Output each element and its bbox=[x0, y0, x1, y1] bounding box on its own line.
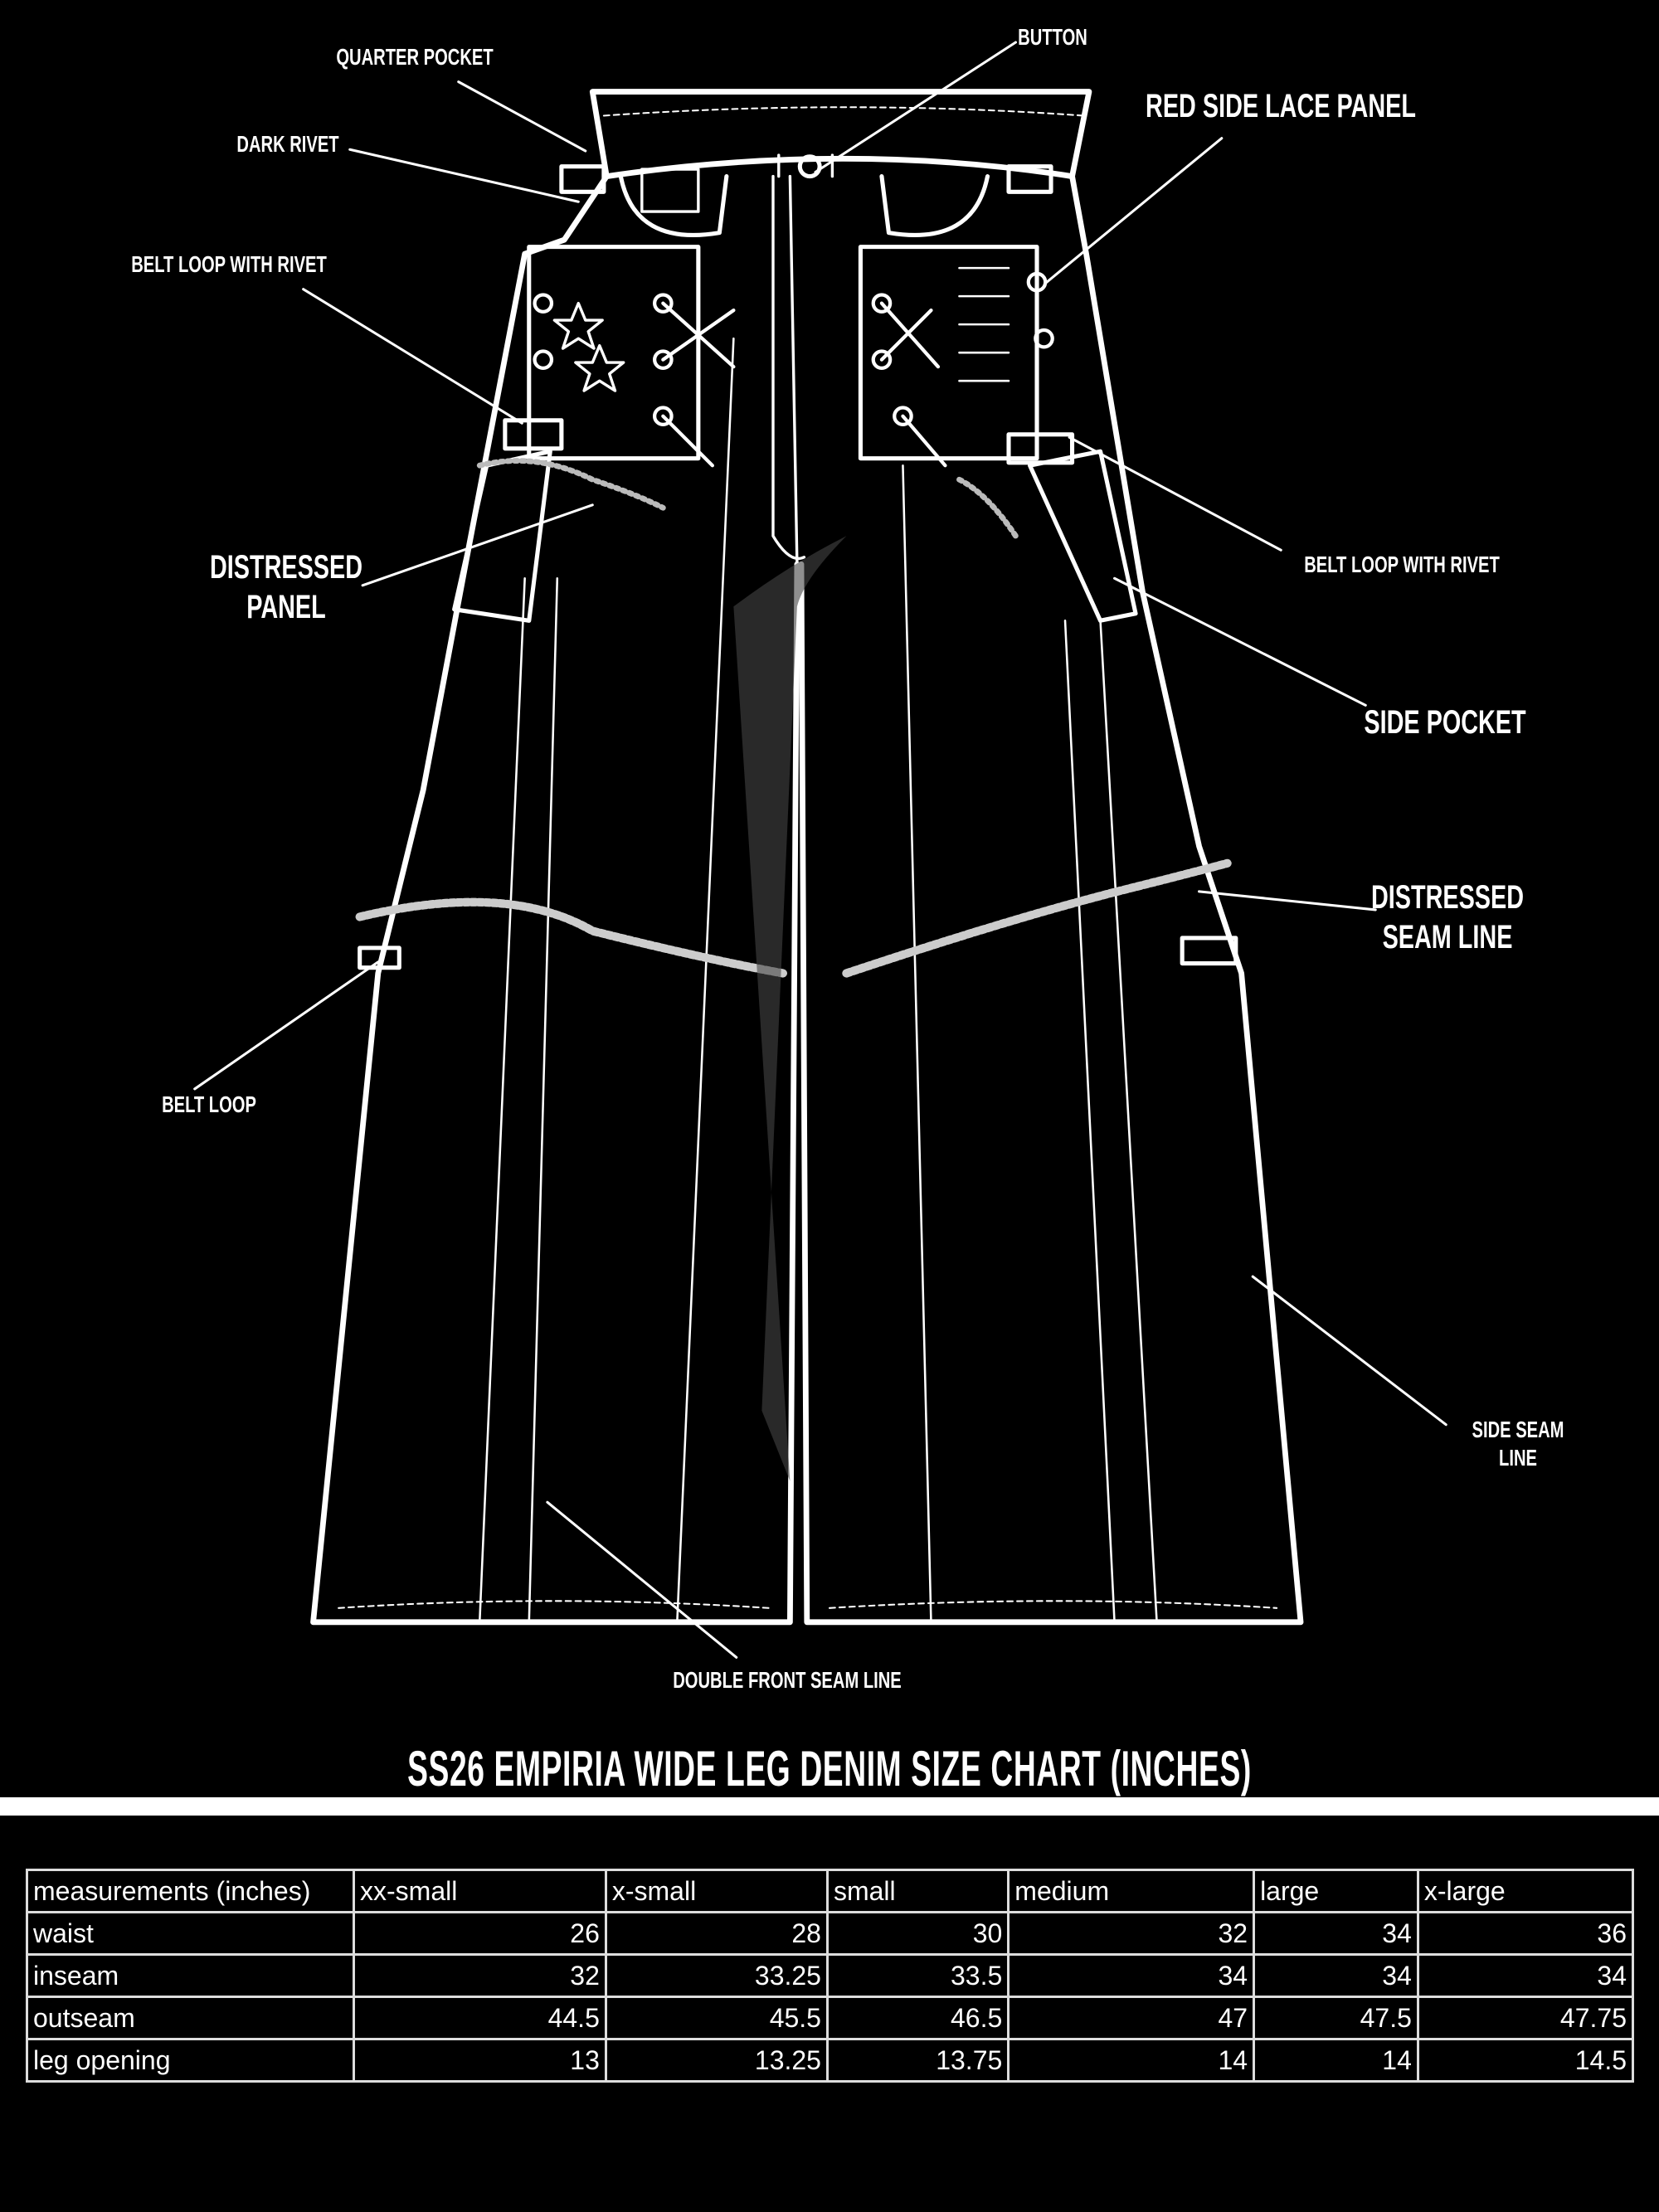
left-lace-panel bbox=[527, 245, 701, 461]
label-side-seam-line2: LINE bbox=[1499, 1444, 1537, 1471]
table-cell: 13 bbox=[353, 2038, 607, 2083]
label-distressed-panel: DISTRESSED PANEL bbox=[210, 547, 362, 627]
size-chart-title: SS26 EMPIRIA WIDE LEG DENIM SIZE CHART (… bbox=[407, 1741, 1252, 1796]
label-button: BUTTON bbox=[1018, 24, 1087, 50]
table-row: inseam 32 33.25 33.5 34 34 34 bbox=[26, 1953, 1635, 1998]
label-double-front-seam-line: DOUBLE FRONT SEAM LINE bbox=[673, 1667, 902, 1693]
header-cell: large bbox=[1253, 1869, 1419, 1913]
label-distressed-seam-line2: SEAM LINE bbox=[1382, 919, 1513, 955]
label-red-side-lace-panel: RED SIDE LACE PANEL bbox=[1146, 88, 1416, 124]
distressed-seam-right bbox=[842, 858, 1232, 978]
table-cell: 47 bbox=[1007, 1996, 1256, 2040]
right-side-pocket bbox=[1027, 449, 1138, 623]
row-label: waist bbox=[26, 1911, 355, 1956]
label-distressed-panel-line2: PANEL bbox=[246, 589, 326, 625]
right-leg-outline bbox=[798, 173, 1304, 1626]
label-distressed-seam-line: DISTRESSED SEAM LINE bbox=[1371, 878, 1524, 957]
table-cell: 33.25 bbox=[604, 1953, 829, 1998]
table-row: outseam 44.5 45.5 46.5 47 47.5 47.75 bbox=[26, 1996, 1635, 2040]
table-cell: 34 bbox=[1253, 1911, 1419, 1956]
table-cell: 47.75 bbox=[1416, 1996, 1635, 2040]
table-cell: 47.5 bbox=[1253, 1996, 1419, 2040]
table-cell: 45.5 bbox=[604, 1996, 829, 2040]
table-cell: 34 bbox=[1007, 1953, 1256, 1998]
divider bbox=[0, 1797, 1659, 1816]
table-row: leg opening 13 13.25 13.75 14 14 14.5 bbox=[26, 2038, 1635, 2083]
label-side-seam-line1: SIDE SEAM bbox=[1472, 1417, 1564, 1442]
table-cell: 13.25 bbox=[604, 2038, 829, 2083]
row-label: leg opening bbox=[26, 2038, 355, 2083]
table-cell: 34 bbox=[1416, 1953, 1635, 1998]
pants-flat-sketch bbox=[193, 41, 1447, 1659]
table-cell: 36 bbox=[1416, 1911, 1635, 1956]
header-cell: measurements (inches) bbox=[26, 1869, 355, 1913]
table-cell: 14 bbox=[1253, 2038, 1419, 2083]
row-label: inseam bbox=[26, 1953, 355, 1998]
header-cell: medium bbox=[1007, 1869, 1256, 1913]
header-cell: x-small bbox=[604, 1869, 829, 1913]
table-cell: 28 bbox=[604, 1911, 829, 1956]
waistband bbox=[589, 89, 1092, 179]
table-cell: 14 bbox=[1007, 2038, 1256, 2083]
label-distressed-seam-line1: DISTRESSED bbox=[1370, 879, 1525, 916]
table-cell: 33.5 bbox=[825, 1953, 1010, 1998]
row-label: outseam bbox=[26, 1996, 355, 2040]
label-distressed-panel-line1: DISTRESSED bbox=[209, 549, 363, 586]
label-dark-rivet: DARK RIVET bbox=[236, 131, 339, 157]
right-lace-panel bbox=[858, 245, 1039, 461]
left-side-pocket bbox=[452, 449, 552, 623]
size-chart-table: measurements (inches) xx-small x-small s… bbox=[26, 1869, 1635, 2083]
table-cell: 32 bbox=[1007, 1911, 1256, 1956]
table-cell: 14.5 bbox=[1416, 2038, 1635, 2083]
header-cell: xx-small bbox=[353, 1869, 607, 1913]
label-belt-loop-with-rivet-right: BELT LOOP WITH RIVET bbox=[1304, 552, 1500, 577]
table-cell: 13.75 bbox=[825, 2038, 1010, 2083]
table-cell: 44.5 bbox=[353, 1996, 607, 2040]
table-cell: 32 bbox=[353, 1953, 607, 1998]
table-row: waist 26 28 30 32 34 36 bbox=[26, 1911, 1635, 1956]
label-belt-loop: BELT LOOP bbox=[162, 1091, 256, 1117]
quarter-pocket bbox=[640, 168, 700, 213]
label-side-seam-line: SIDE SEAM LINE bbox=[1472, 1416, 1564, 1471]
label-quarter-pocket: QUARTER POCKET bbox=[336, 44, 494, 70]
button-icon bbox=[797, 154, 822, 179]
table-cell: 30 bbox=[825, 1911, 1010, 1956]
label-belt-loop-with-rivet-left: BELT LOOP WITH RIVET bbox=[131, 251, 327, 277]
technical-drawing-panel: QUARTER POCKET DARK RIVET BELT LOOP WITH… bbox=[131, 24, 1564, 1796]
header-cell: x-large bbox=[1416, 1869, 1635, 1913]
table-cell: 26 bbox=[353, 1911, 607, 1956]
table-cell: 46.5 bbox=[825, 1996, 1010, 2040]
label-side-pocket: SIDE POCKET bbox=[1364, 704, 1526, 741]
distressed-seam-left bbox=[355, 897, 787, 978]
table-cell: 34 bbox=[1253, 1953, 1419, 1998]
table-header-row: measurements (inches) xx-small x-small s… bbox=[26, 1869, 1635, 1913]
left-leg-outline bbox=[310, 173, 800, 1626]
header-cell: small bbox=[825, 1869, 1010, 1913]
